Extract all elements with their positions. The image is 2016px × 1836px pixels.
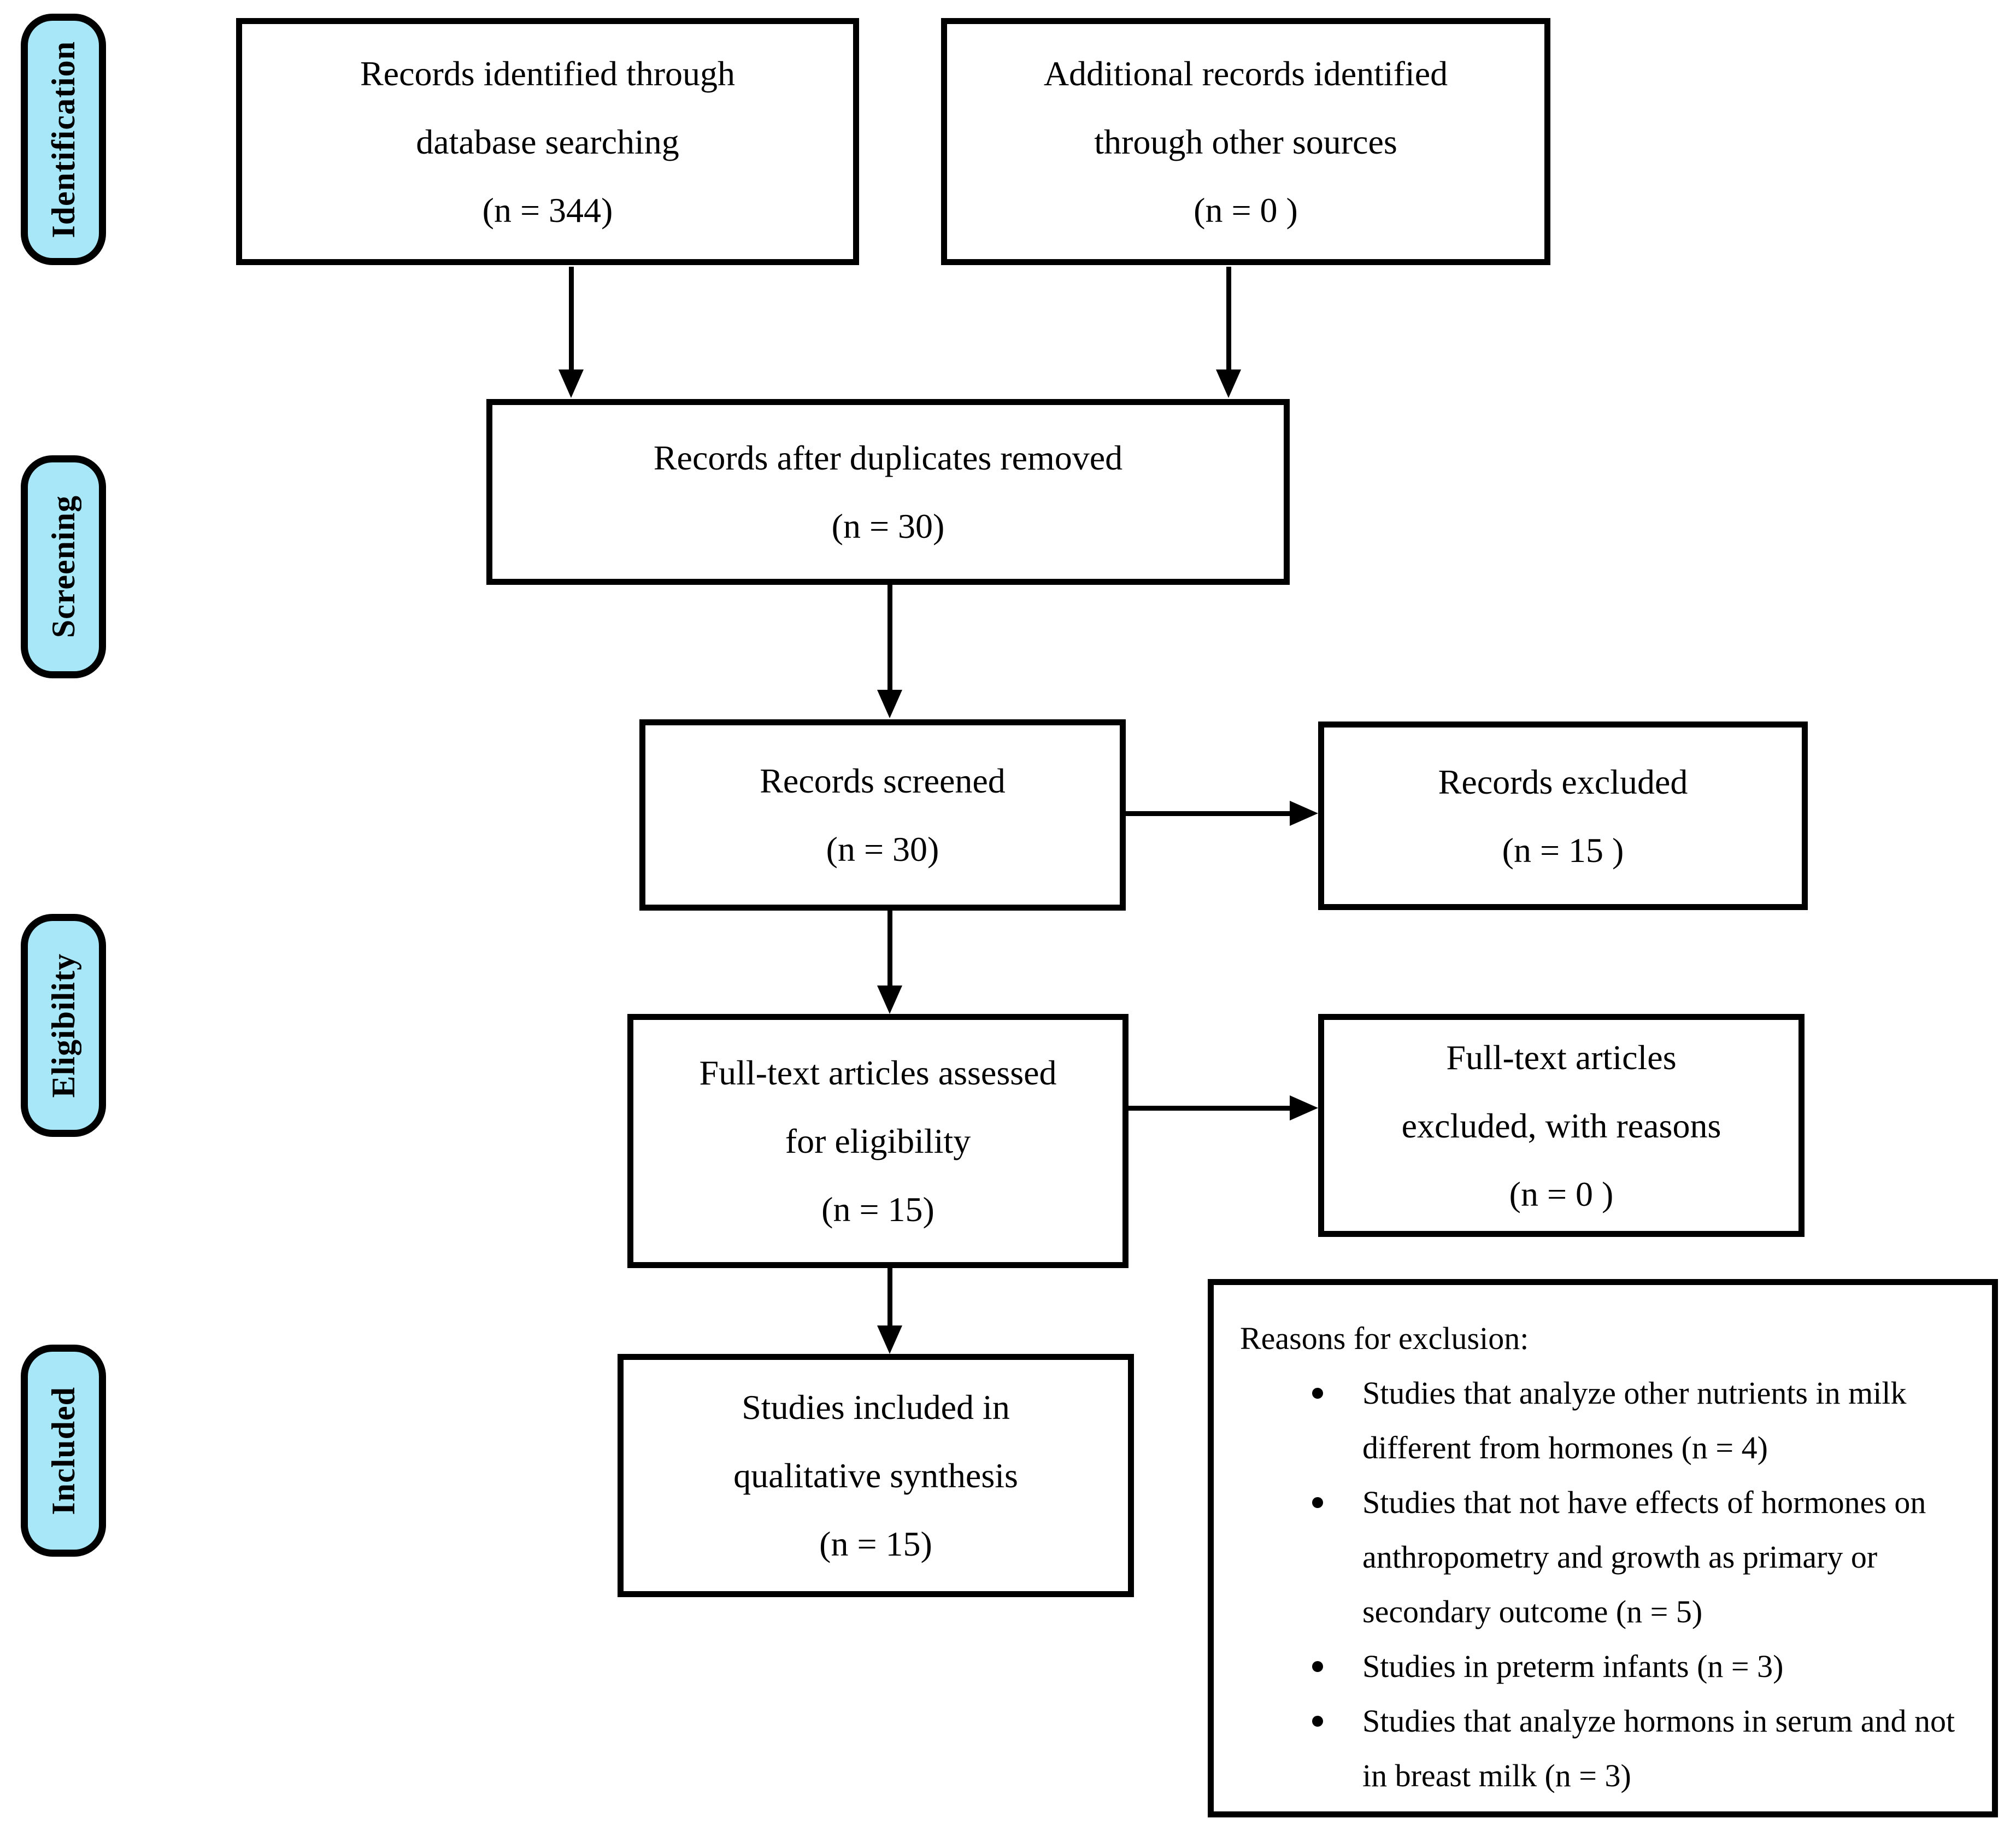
box-fulltext-assessed-count: (n = 15) xyxy=(821,1190,934,1229)
connector-fulltext-to-included xyxy=(887,1268,892,1327)
bullet-icon xyxy=(1312,1388,1323,1399)
box-records-screened-count: (n = 30) xyxy=(826,830,939,869)
box-reasons-for-exclusion: Reasons for exclusion: Studies that anal… xyxy=(1208,1279,1998,1817)
box-studies-included: Studies included in qualitative synthesi… xyxy=(618,1354,1134,1597)
stage-eligibility-label: Eligibility xyxy=(45,953,81,1098)
box-records-identified: Records identified through database sear… xyxy=(236,18,859,265)
arrowhead-screened-to-excluded xyxy=(1290,801,1318,826)
stage-identification-label: Identification xyxy=(45,40,81,238)
stage-screening: Screening xyxy=(21,455,106,678)
box-fulltext-assessed-line1: Full-text articles assessed xyxy=(699,1053,1057,1092)
box-fulltext-excluded-line1: Full-text articles xyxy=(1446,1037,1677,1077)
box-fulltext-excluded-count: (n = 0 ) xyxy=(1509,1174,1614,1213)
box-records-screened: Records screened (n = 30) xyxy=(639,719,1126,911)
box-studies-included-count: (n = 15) xyxy=(819,1524,932,1563)
stage-eligibility: Eligibility xyxy=(21,914,106,1137)
arrowhead-fulltext-to-excluded xyxy=(1290,1095,1318,1121)
box-fulltext-excluded: Full-text articles excluded, with reason… xyxy=(1318,1014,1805,1237)
box-studies-included-line2: qualitative synthesis xyxy=(733,1456,1018,1495)
box-after-duplicates: Records after duplicates removed (n = 30… xyxy=(486,399,1290,585)
arrowhead-fulltext-to-included xyxy=(877,1325,902,1354)
reason-text-4: Studies that analyze hormons in serum an… xyxy=(1362,1703,1955,1793)
stage-included: Included xyxy=(21,1345,106,1557)
box-after-duplicates-line1: Records after duplicates removed xyxy=(653,438,1123,477)
connector-additional-to-duplicates xyxy=(1226,267,1231,371)
arrowhead-duplicates-to-screened xyxy=(877,690,902,718)
reasons-heading: Reasons for exclusion: xyxy=(1240,1321,1529,1356)
connector-screened-to-excluded xyxy=(1126,811,1291,816)
reason-text-2: Studies that not have effects of hormone… xyxy=(1362,1485,1926,1629)
box-records-identified-line1: Records identified through xyxy=(360,54,736,93)
box-additional-records-count: (n = 0 ) xyxy=(1194,190,1298,230)
box-studies-included-line1: Studies included in xyxy=(742,1388,1010,1427)
connector-screened-to-fulltext xyxy=(887,911,892,987)
reason-text-3: Studies in preterm infants (n = 3) xyxy=(1362,1649,1784,1684)
box-fulltext-excluded-line2: excluded, with reasons xyxy=(1401,1106,1721,1145)
bullet-icon xyxy=(1312,1497,1323,1508)
box-fulltext-assessed: Full-text articles assessed for eligibil… xyxy=(627,1014,1129,1268)
arrowhead-screened-to-fulltext xyxy=(877,986,902,1014)
box-additional-records-line1: Additional records identified xyxy=(1043,54,1448,93)
box-additional-records-line2: through other sources xyxy=(1094,122,1397,161)
connector-identified-to-duplicates xyxy=(569,267,574,371)
reason-item: Studies that not have effects of hormone… xyxy=(1240,1475,1970,1639)
arrowhead-additional-to-duplicates xyxy=(1216,369,1241,398)
reason-item: Studies in preterm infants (n = 3) xyxy=(1240,1639,1970,1694)
bullet-icon xyxy=(1312,1661,1323,1672)
reason-item: Studies that analyze other nutrients in … xyxy=(1240,1366,1970,1475)
box-records-excluded-line1: Records excluded xyxy=(1438,762,1688,801)
box-records-screened-line1: Records screened xyxy=(760,761,1006,800)
box-records-excluded-count: (n = 15 ) xyxy=(1502,830,1624,870)
box-records-identified-count: (n = 344) xyxy=(482,190,613,230)
reason-text-1: Studies that analyze other nutrients in … xyxy=(1362,1375,1907,1465)
reason-item: Studies that analyze hormons in serum an… xyxy=(1240,1694,1970,1803)
connector-fulltext-to-excluded xyxy=(1129,1106,1291,1111)
box-records-identified-line2: database searching xyxy=(416,122,679,161)
stage-included-label: Included xyxy=(45,1386,81,1515)
box-records-excluded: Records excluded (n = 15 ) xyxy=(1318,722,1808,910)
bullet-icon xyxy=(1312,1716,1323,1727)
arrowhead-identified-to-duplicates xyxy=(559,369,584,398)
box-after-duplicates-count: (n = 30) xyxy=(831,507,945,545)
box-fulltext-assessed-line2: for eligibility xyxy=(785,1122,971,1160)
box-additional-records: Additional records identified through ot… xyxy=(941,18,1550,265)
stage-screening-label: Screening xyxy=(45,495,81,638)
connector-duplicates-to-screened xyxy=(887,585,892,691)
stage-identification: Identification xyxy=(21,14,106,265)
